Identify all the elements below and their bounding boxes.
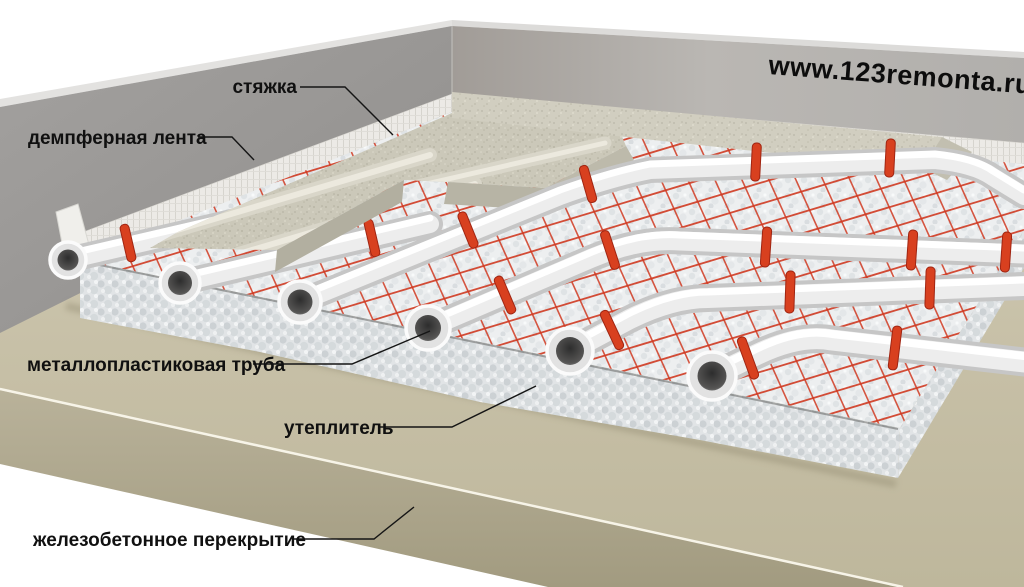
pipe-clip	[750, 142, 762, 182]
pipe-clip	[759, 226, 773, 268]
pipe-clip	[884, 138, 896, 178]
pipe-clip	[457, 211, 479, 249]
label-screed: стяжка	[232, 77, 297, 98]
pipe-cross-section	[686, 350, 738, 402]
leader-insulation	[380, 385, 537, 428]
leader-screed	[300, 86, 394, 136]
label-insulation: утеплитель	[284, 418, 394, 439]
screed-back-strip	[452, 92, 942, 170]
mesh-wire	[80, 312, 1024, 428]
label-damper-tape: демпферная лента	[28, 128, 207, 149]
pipe-clip	[600, 230, 620, 270]
leader-pipe	[253, 330, 431, 365]
screed-main-slab	[150, 113, 626, 250]
heating-pipes	[287, 138, 1024, 391]
pipe-clip	[119, 223, 137, 263]
pipe-clip	[599, 309, 625, 351]
leader-damper-tape	[198, 136, 255, 161]
pipe-cross-section	[545, 326, 595, 376]
pipe-clip	[736, 336, 760, 380]
mesh-mat-edge	[79, 260, 899, 430]
pipe-clip	[887, 325, 903, 371]
pipe-clip	[578, 164, 598, 204]
leader-slab	[292, 506, 415, 540]
pipe-clip	[905, 229, 919, 271]
back-wall-top-edge	[452, 20, 1024, 58]
pipe-clip	[493, 275, 517, 315]
label-pipe: металлопластиковая труба	[27, 355, 286, 376]
pipe-run-5	[556, 272, 1024, 365]
pipe-cross-section	[158, 261, 202, 305]
pipe-cross-section	[404, 304, 452, 352]
pipe-cross-section	[277, 279, 323, 325]
left-wall-top-edge	[0, 20, 452, 107]
back-wall	[452, 26, 1024, 150]
pipe-clip	[924, 266, 936, 310]
pipe-run-4	[414, 227, 1024, 342]
screed-front-face-left	[275, 180, 404, 272]
mesh-wire	[80, 354, 1024, 428]
callouts: стяжка демпферная лента металлопластиков…	[27, 77, 537, 551]
pipe-cross-section	[48, 240, 88, 280]
pipe-clip	[999, 231, 1013, 273]
slab-edge-highlight	[0, 387, 904, 587]
label-slab: железобетонное перекрытие	[32, 530, 306, 551]
pipe-clip	[784, 270, 796, 314]
pipe-run-3	[287, 146, 1024, 315]
mesh-wire	[975, 112, 1024, 428]
pipe-cross-sections	[48, 240, 738, 402]
pipe-run-6	[697, 324, 1024, 391]
